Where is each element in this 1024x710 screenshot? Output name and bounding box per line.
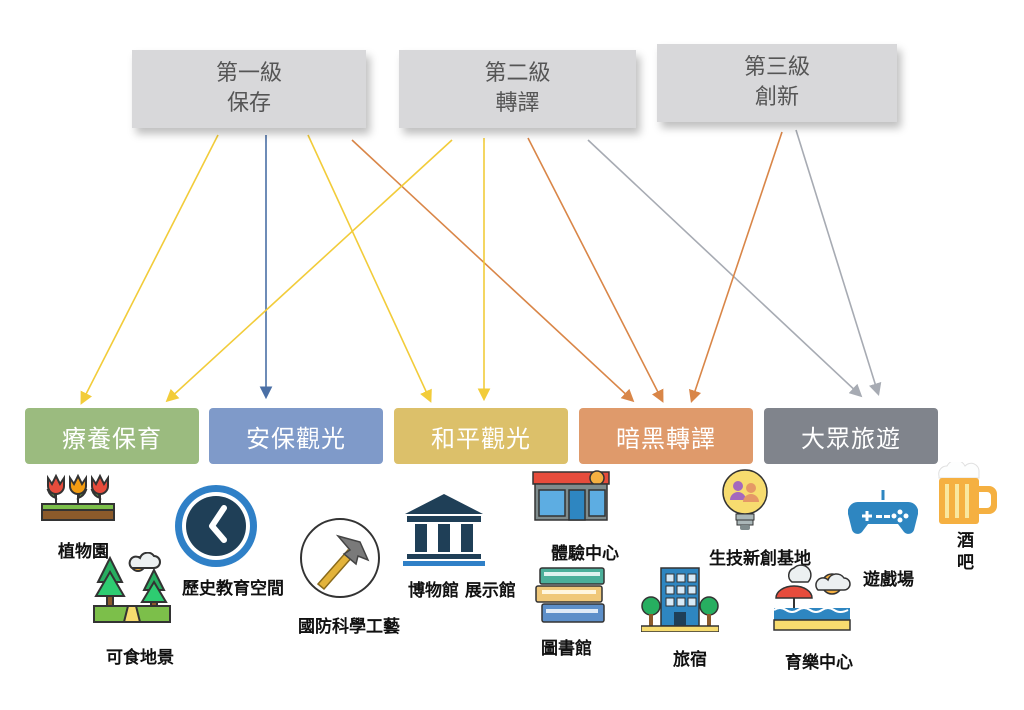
level-2-box: 第二級 轉譯	[399, 50, 636, 128]
arrow-l1-to-cat3	[307, 134, 432, 403]
beer-mug-icon	[938, 462, 997, 524]
item-defense-crafts: 國防科學工藝	[298, 617, 400, 637]
category-peace-tourism: 和平觀光	[394, 408, 568, 464]
level-3-box: 第三級 創新	[657, 44, 897, 122]
category-dark-translation: 暗黑轉譯	[579, 408, 753, 464]
item-museum-exhibition: 博物館 展示館	[408, 581, 516, 601]
level-2-rank: 第二級	[484, 61, 551, 86]
item-edible-landscape: 可食地景	[106, 648, 174, 668]
hammer-icon	[300, 518, 380, 598]
clock-icon	[175, 485, 257, 567]
hotel-building-icon	[641, 567, 719, 632]
arrow-l2-to-cat4	[527, 137, 664, 403]
category-mass-tourism: 大眾旅遊	[764, 408, 938, 464]
item-history-education: 歷史教育空間	[182, 579, 284, 599]
arrow-l1-to-cat1	[80, 134, 219, 405]
level-1-rank: 第一級	[215, 61, 282, 86]
level-1-box: 第一級 保存	[132, 50, 366, 128]
storefront-icon	[532, 470, 610, 521]
item-recreation-center: 育樂中心	[785, 653, 853, 673]
beach-umbrella-icon	[773, 564, 851, 631]
arrow-l2-to-cat5	[587, 139, 863, 398]
arrow-l2-to-cat1	[165, 139, 453, 403]
arrow-l3-to-cat5	[795, 129, 882, 397]
books-stack-icon	[535, 567, 605, 623]
item-biotech-base: 生技新創基地	[709, 549, 811, 569]
item-bar: 酒吧	[957, 531, 974, 573]
item-botanical-garden: 植物園	[58, 542, 109, 562]
trees-landscape-icon	[93, 552, 171, 623]
level-3-rank: 第三級	[743, 55, 810, 80]
category-healing-conservation: 療養保育	[25, 408, 199, 464]
item-library: 圖書館	[541, 639, 592, 659]
arrow-l1-to-cat4	[351, 139, 635, 403]
item-hotel: 旅宿	[673, 650, 707, 670]
arrow-l3-to-cat4	[688, 131, 783, 404]
level-2-name: 轉譯	[495, 91, 540, 116]
item-arcade: 遊戲場	[863, 570, 914, 590]
item-experience-center: 體驗中心	[551, 544, 619, 564]
lightbulb-idea-icon	[722, 469, 768, 530]
category-security-tourism: 安保觀光	[209, 408, 383, 464]
museum-icon	[403, 494, 485, 566]
level-3-name: 創新	[754, 85, 799, 110]
gamepad-icon	[848, 490, 918, 534]
flower-bed-icon	[41, 473, 115, 521]
level-1-name: 保存	[226, 91, 271, 116]
